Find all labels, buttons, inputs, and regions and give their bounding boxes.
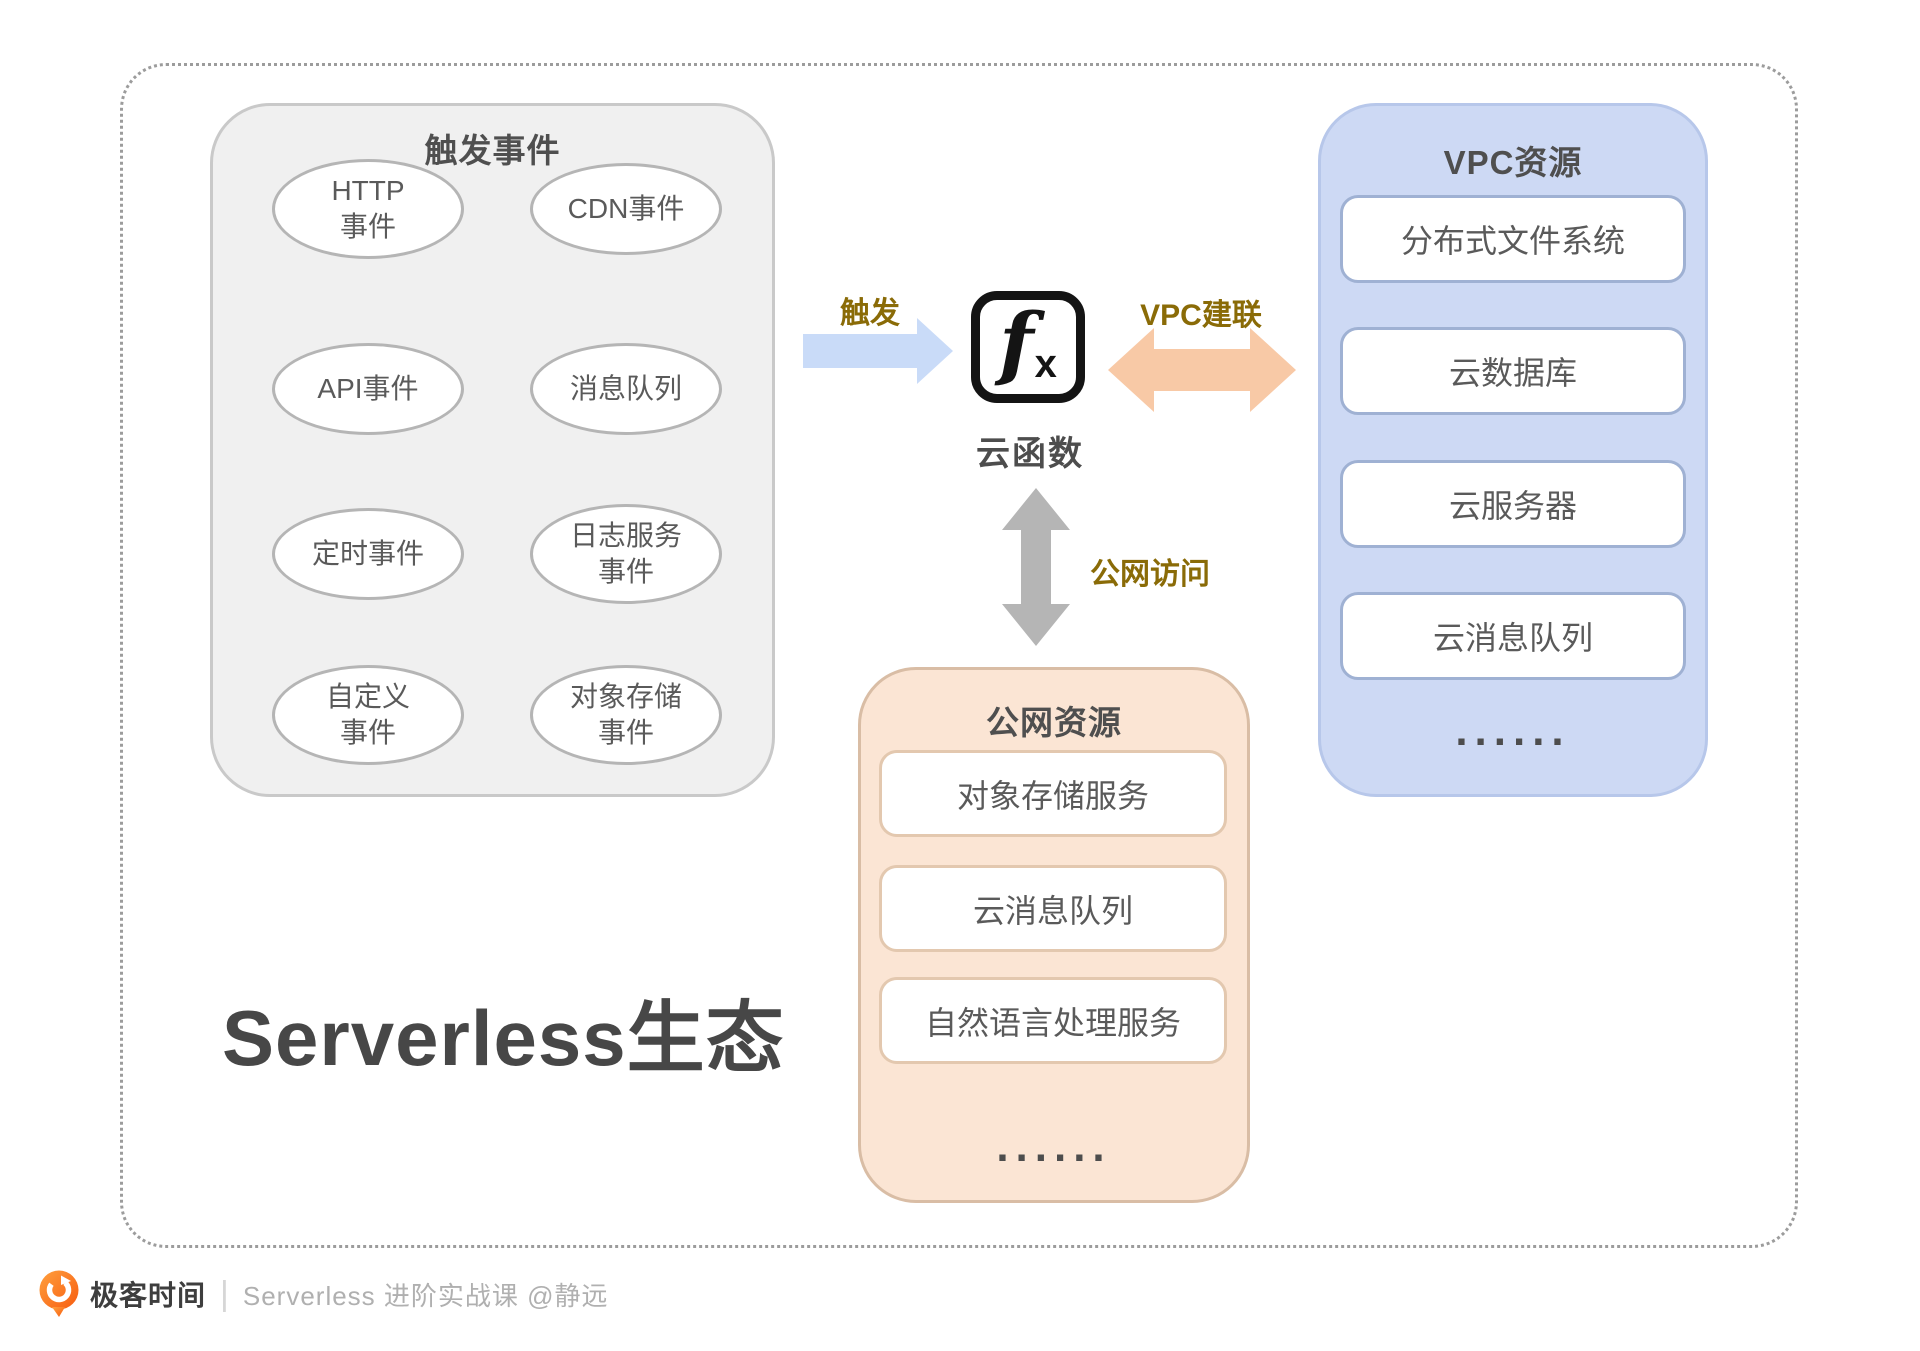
vpc-double-arrow xyxy=(1108,328,1296,412)
brand-name: 极客时间 xyxy=(90,1280,207,1311)
trigger-event-ellipse: 消息队列 xyxy=(530,343,722,435)
ecosystem-boundary xyxy=(120,63,1798,1248)
trigger-events-title: 触发事件 xyxy=(424,132,561,169)
trigger-event-ellipse: API事件 xyxy=(272,343,464,435)
cloud-function-label: 云函数 xyxy=(976,435,1084,473)
trigger-event-ellipse: 自定义 事件 xyxy=(272,665,464,765)
vpc-more-dots: ...... xyxy=(1455,706,1571,755)
public-resource-item: 自然语言处理服务 xyxy=(879,977,1227,1064)
course-name: Serverless 进阶实战课 @静远 xyxy=(242,1280,609,1311)
trigger-event-ellipse: 对象存储 事件 xyxy=(530,665,722,765)
public-more-dots: ...... xyxy=(996,1122,1112,1171)
public-resource-item: 对象存储服务 xyxy=(879,750,1227,837)
vpc-resource-item: 云数据库 xyxy=(1340,327,1686,415)
vpc-resource-item: 云服务器 xyxy=(1340,460,1686,548)
public-double-arrow xyxy=(1002,488,1070,646)
geektime-logo xyxy=(39,1270,79,1317)
public-arrow-label: 公网访问 xyxy=(1090,558,1210,591)
footer: 极客时间 | Serverless 进阶实战课 @静远 xyxy=(38,1270,609,1318)
footer-divider: | xyxy=(220,1274,229,1313)
fx-glyph-x: x xyxy=(1034,341,1057,386)
trigger-arrow xyxy=(803,318,953,384)
public-resources-title: 公网资源 xyxy=(986,704,1122,741)
trigger-event-ellipse: 日志服务 事件 xyxy=(530,504,722,604)
public-resource-item: 云消息队列 xyxy=(879,865,1227,952)
trigger-events-box: 触发事件 HTTP 事件 CDN事件 API事件 消息队列 定时事件 日志服务 … xyxy=(210,103,775,797)
vpc-arrow-label: VPC建联 xyxy=(1140,299,1262,332)
vpc-resource-item: 云消息队列 xyxy=(1340,592,1686,680)
public-resources-box: 公网资源 对象存储服务 云消息队列 自然语言处理服务 ...... xyxy=(858,667,1250,1203)
vpc-resources-box: VPC资源 分布式文件系统 云数据库 云服务器 云消息队列 ...... xyxy=(1318,103,1708,797)
trigger-event-ellipse: 定时事件 xyxy=(272,508,464,600)
trigger-event-ellipse: CDN事件 xyxy=(530,163,722,255)
fx-glyph-f: f xyxy=(999,295,1034,389)
cloud-function-icon: f x xyxy=(971,291,1085,403)
trigger-event-ellipse: HTTP 事件 xyxy=(272,159,464,259)
main-title: Serverless生态 xyxy=(222,994,785,1082)
trigger-arrow-label: 触发 xyxy=(840,297,900,330)
vpc-resources-title: VPC资源 xyxy=(1443,144,1583,181)
vpc-resource-item: 分布式文件系统 xyxy=(1340,195,1686,283)
